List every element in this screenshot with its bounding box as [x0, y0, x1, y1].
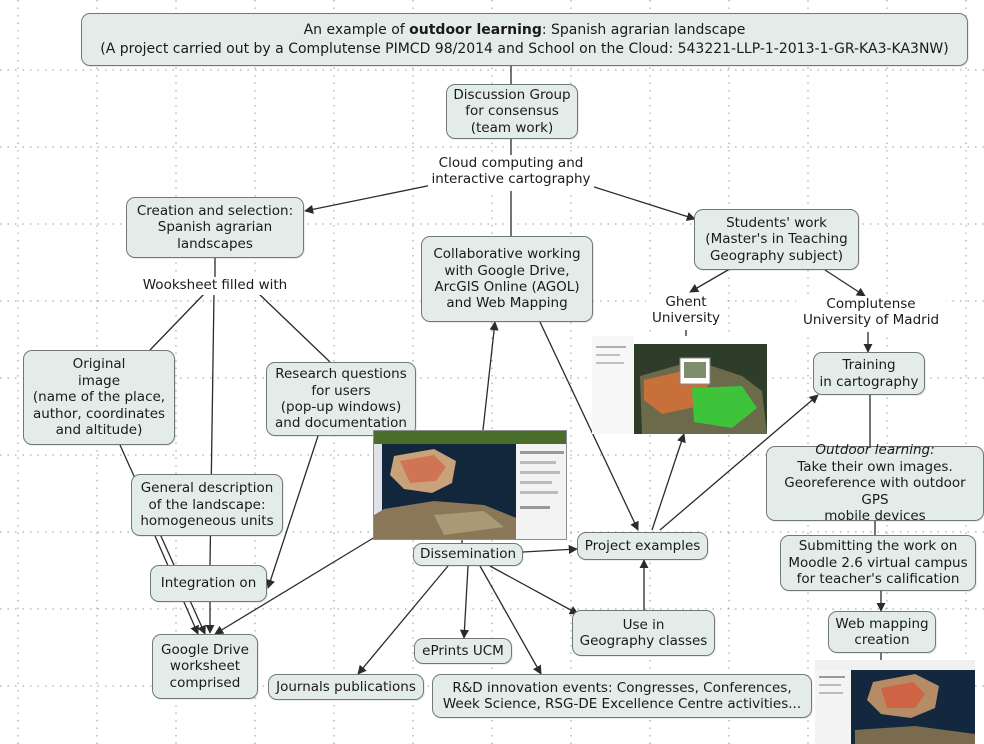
web-map-picture	[374, 431, 566, 539]
ghent-map-screenshot	[592, 336, 767, 434]
training-cartography-node: Training in cartography	[813, 352, 925, 395]
complutense-university-label: Complutense University of Madrid	[796, 296, 946, 332]
bottom-web-map-screenshot	[815, 660, 975, 744]
eprints-ucm-node: ePrints UCM	[414, 638, 512, 664]
cloud-computing-label: Cloud computing and interactive cartogra…	[428, 155, 594, 191]
google-drive-worksheet-node: Google Drive worksheet comprised	[152, 634, 258, 699]
integration-on-node: Integration on	[150, 565, 267, 602]
outdoor-learning-text: Take their own images. Georeference with…	[784, 458, 966, 525]
bottom-web-map-picture	[815, 660, 975, 744]
original-image-node: Original image (name of the place, autho…	[23, 350, 175, 445]
students-work-node: Students' work (Master's in Teaching Geo…	[694, 209, 859, 270]
dissemination-node: Dissemination	[413, 543, 523, 566]
ghent-map-picture	[592, 336, 767, 434]
rd-events-node: R&D innovation events: Congresses, Confe…	[432, 674, 812, 718]
worksheet-filled-label: Wooksheet filled with	[137, 277, 293, 295]
ghent-university-label: Ghent University	[646, 294, 726, 330]
collaborative-working-node: Collaborative working with Google Drive,…	[421, 236, 593, 322]
use-in-geography-node: Use in Geography classes	[572, 610, 715, 656]
web-map-screenshot	[373, 430, 567, 540]
title-node: An example of outdoor learning: Spanish …	[81, 13, 968, 66]
general-description-node: General description of the landscape: ho…	[131, 474, 283, 536]
title-line-2: (A project carried out by a Complutense …	[100, 40, 949, 57]
discussion-group-node: Discussion Group for consensus (team wor…	[446, 84, 578, 139]
outdoor-learning-node: Outdoor learning: Take their own images.…	[766, 442, 984, 524]
research-questions-node: Research questions for users (pop-up win…	[266, 362, 416, 436]
project-examples-node: Project examples	[577, 532, 708, 560]
title-line-1: An example of outdoor learning: Spanish …	[303, 22, 746, 39]
journals-publications-node: Journals publications	[268, 674, 424, 700]
web-mapping-creation-node: Web mapping creation	[828, 611, 936, 653]
creation-selection-node: Creation and selection: Spanish agrarian…	[126, 197, 304, 258]
outdoor-learning-heading: Outdoor learning:	[815, 442, 935, 459]
submitting-work-node: Submitting the work on Moodle 2.6 virtua…	[780, 535, 976, 591]
